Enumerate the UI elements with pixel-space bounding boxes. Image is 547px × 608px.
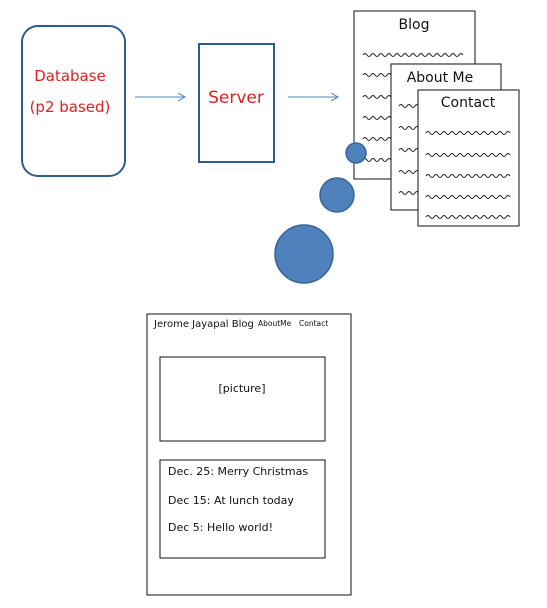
page-about-me-title: About Me <box>407 70 474 86</box>
database-box <box>21 25 126 177</box>
text-line-squiggle <box>425 131 511 135</box>
mockup-blog-title: Jerome Jayapal Blog <box>153 319 254 330</box>
database-label: Database <box>34 67 106 85</box>
text-line-squiggle <box>425 215 511 219</box>
text-line-squiggle <box>362 53 464 57</box>
database-node: Database (p2 based) <box>21 25 126 177</box>
blog-mockup: Jerome Jayapal Blog AboutMe Contact [pic… <box>146 313 352 596</box>
mockup-picture-placeholder: [picture] <box>218 382 265 395</box>
thought-bubbles <box>274 142 367 284</box>
text-line-squiggle <box>425 153 511 157</box>
mockup-nav-contact: Contact <box>299 319 328 328</box>
mockup-post: Dec 5: Hello world! <box>168 521 273 534</box>
server-box <box>198 43 275 163</box>
bubble-large <box>274 224 334 284</box>
text-line-squiggle <box>425 195 511 199</box>
page-blog-title: Blog <box>399 17 430 33</box>
bubble-small <box>345 142 367 164</box>
server-node: Server <box>198 43 275 163</box>
text-line-squiggle <box>362 158 396 162</box>
page-contact-title: Contact <box>441 95 496 111</box>
mockup-nav-about-me: AboutMe <box>258 319 292 328</box>
mockup-picture-box <box>159 356 326 442</box>
page-stack: Blog About Me Contact <box>353 10 520 227</box>
text-line-squiggle <box>425 174 511 178</box>
page-contact-lines <box>425 131 511 219</box>
mockup-post: Dec 15: At lunch today <box>168 494 294 507</box>
server-label: Server <box>208 88 264 108</box>
mockup-posts-box <box>159 459 326 559</box>
bubble-medium <box>319 177 355 213</box>
mockup-post: Dec. 25: Merry Christmas <box>168 465 308 478</box>
page-contact: Contact <box>417 89 520 227</box>
database-sublabel: (p2 based) <box>30 98 111 116</box>
